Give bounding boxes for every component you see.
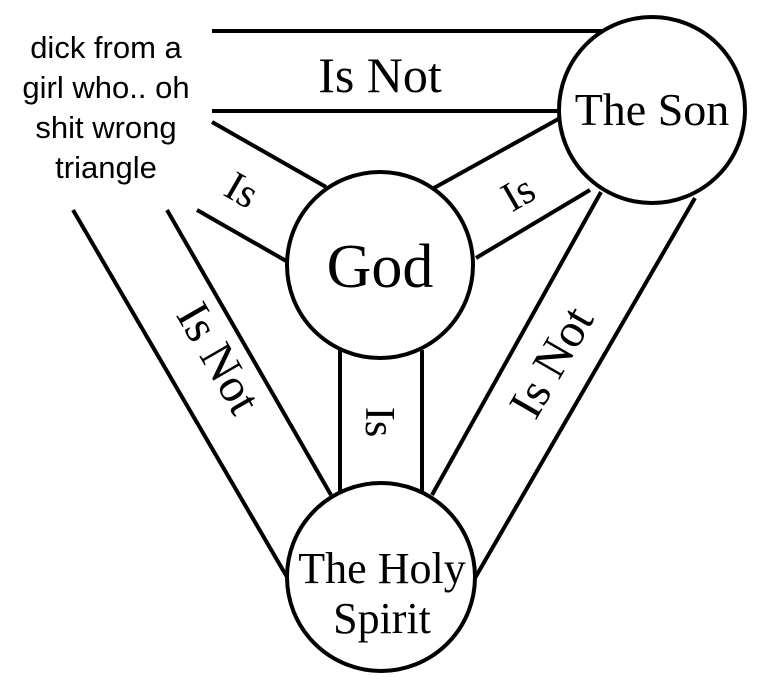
son-node xyxy=(557,15,747,205)
right-edge-label: Is Not xyxy=(499,297,605,427)
caption-line: shit wrong xyxy=(35,110,177,145)
right-band-inner-line xyxy=(430,191,603,496)
caption-line: girl who.. oh xyxy=(22,70,190,105)
god-father-upper-line xyxy=(211,120,327,189)
god-father-lower-line xyxy=(196,208,289,264)
god-node xyxy=(285,170,475,360)
caption-line: dick from a xyxy=(30,30,182,65)
left-band-inner-line xyxy=(165,209,333,496)
god-son-lower-line xyxy=(474,188,592,260)
god-father-edge-label: Is xyxy=(217,163,266,218)
top-edge-label: Is Not xyxy=(318,47,442,103)
caption-line: triangle xyxy=(55,150,157,185)
right-band-outer-line xyxy=(473,196,697,580)
god-spirit-edge-label: Is xyxy=(356,407,402,437)
left-edge-label: Is Not xyxy=(166,294,272,424)
spirit-label-line2: Spirit xyxy=(333,594,431,643)
god-son-edge-label: Is xyxy=(494,166,543,221)
son-label: The Son xyxy=(575,84,730,135)
god-son-upper-line xyxy=(433,115,563,190)
meme-caption: dick from a girl who.. oh shit wrong tri… xyxy=(0,28,212,188)
spirit-node xyxy=(285,481,477,673)
god-label: God xyxy=(327,233,434,301)
left-band-outer-line xyxy=(71,208,289,579)
spirit-label-line1: The Holy xyxy=(298,544,465,593)
